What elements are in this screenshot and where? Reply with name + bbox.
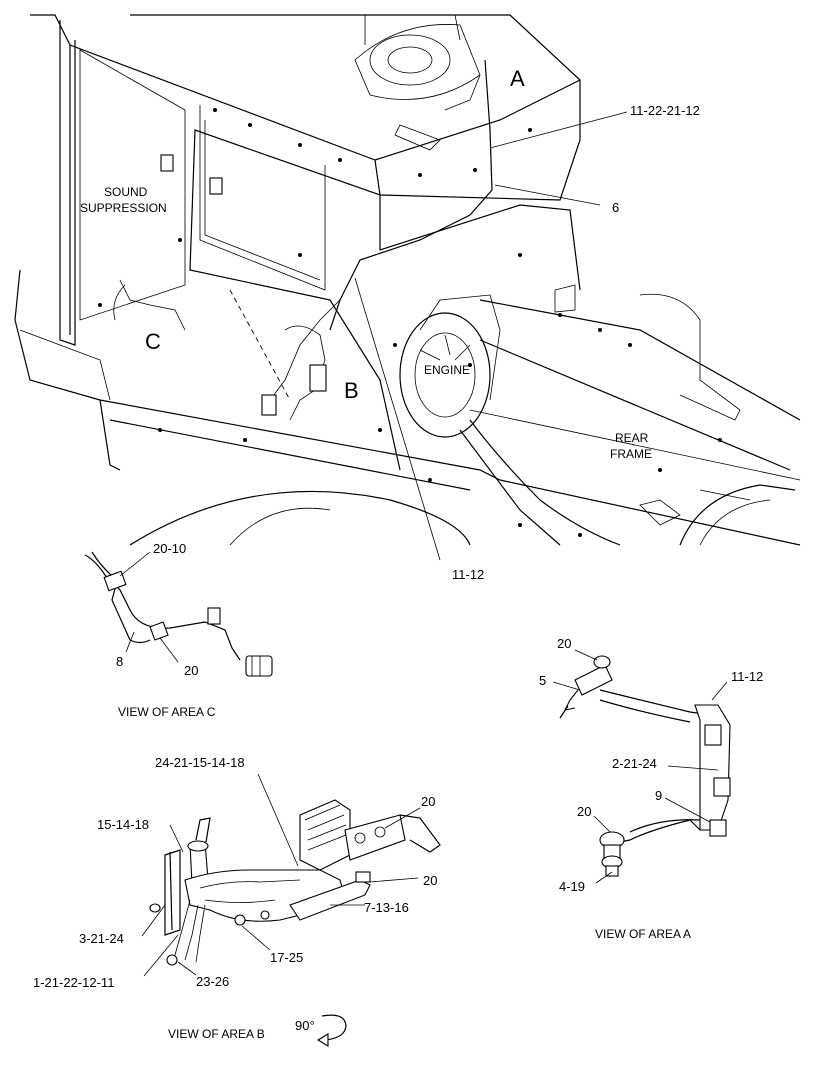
area-a-view [552, 649, 731, 884]
area-c-marker: C [145, 329, 161, 354]
rear-frame-label: REAR [615, 431, 649, 445]
callout-1-21-22-12-11: 1-21-22-12-11 [33, 975, 114, 990]
callout-6: 6 [612, 200, 619, 215]
callout-9: 9 [655, 788, 662, 803]
callout-20: 20 [423, 873, 437, 888]
callout-4-19: 4-19 [559, 879, 585, 894]
rotation-arrow-head [316, 1033, 329, 1047]
connector-icon [309, 364, 327, 392]
callout-5: 5 [539, 673, 546, 688]
callout-20: 20 [184, 663, 198, 678]
clip-icon [704, 724, 722, 746]
area-a-marker: A [510, 66, 525, 91]
engine-label: ENGINE [424, 363, 470, 377]
view-of-area-a-title: VIEW OF AREA A [595, 927, 691, 941]
callout-11-12: 11-12 [452, 567, 484, 582]
callout-8: 8 [116, 654, 123, 669]
area-b-marker: B [344, 378, 359, 403]
area-b-view [141, 773, 441, 977]
rear-frame-label: FRAME [610, 447, 652, 461]
callout-20-10: 20-10 [153, 541, 186, 556]
view-of-area-b-title: VIEW OF AREA B [168, 1027, 265, 1041]
machine-illustration [14, 14, 801, 546]
rotation-arrow-icon [321, 1014, 347, 1041]
callout-24-21-15-14-18: 24-21-15-14-18 [155, 755, 245, 770]
callout-20: 20 [421, 794, 435, 809]
callout-17-25: 17-25 [270, 950, 303, 965]
latch-icon [160, 154, 174, 172]
clip-icon [709, 819, 727, 837]
callout-20: 20 [577, 804, 591, 819]
callout-20: 20 [557, 636, 571, 651]
rotation-label: 90° [295, 1018, 315, 1033]
clip-icon [713, 777, 731, 797]
callout-11-22-21-12: 11-22-21-12 [630, 103, 700, 118]
clip-icon [103, 570, 127, 592]
latch-icon [209, 177, 223, 195]
callout-3-21-24: 3-21-24 [79, 931, 124, 946]
sound-suppression-label: SOUND [104, 185, 148, 199]
engine-housing [399, 312, 491, 438]
clip-icon [149, 621, 169, 641]
view-of-area-c-title: VIEW OF AREA C [118, 705, 216, 719]
callout-7-13-16: 7-13-16 [364, 900, 409, 915]
callout-23-26: 23-26 [196, 974, 229, 989]
connector-plug-icon [245, 655, 273, 677]
grommet-icon [207, 607, 221, 625]
callout-15-14-18: 15-14-18 [97, 817, 149, 832]
callout-11-12: 11-12 [731, 669, 763, 684]
callout-2-21-24: 2-21-24 [612, 756, 657, 771]
area-c-view [84, 551, 273, 677]
sound-suppression-label: SUPPRESSION [80, 201, 167, 215]
connector-icon [261, 394, 277, 416]
